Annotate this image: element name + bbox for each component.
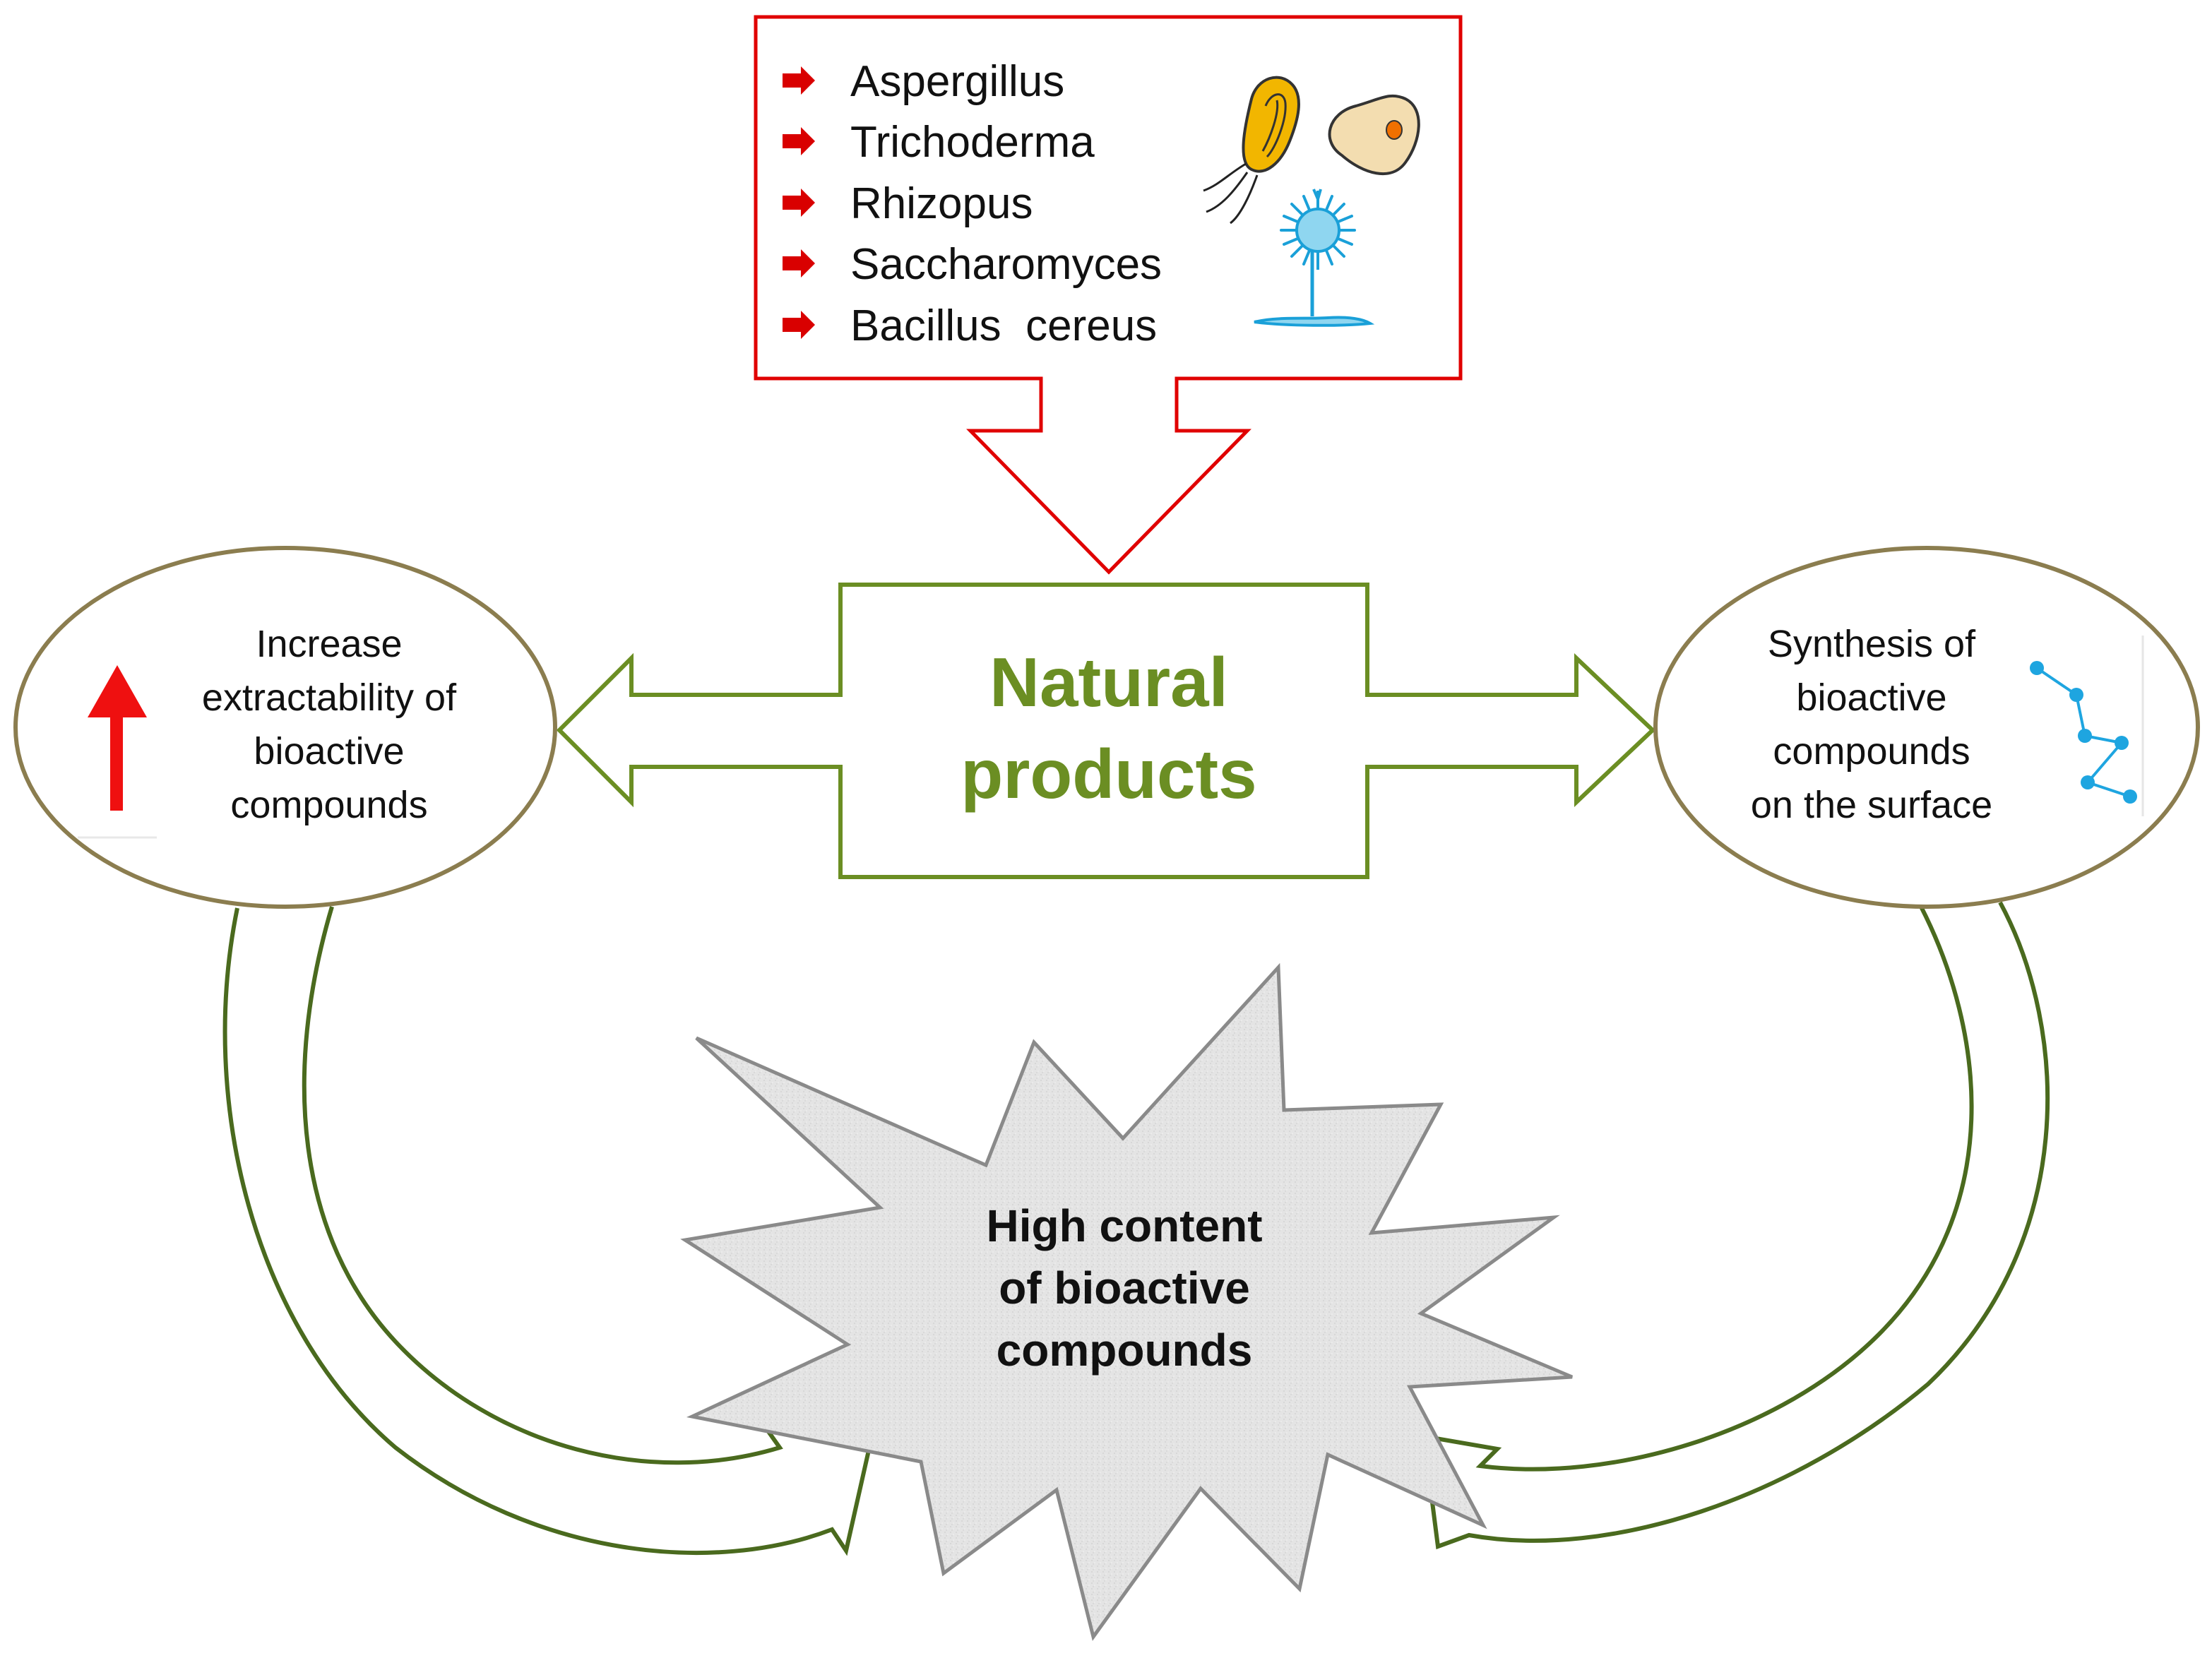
red-bullet-arrow-icon — [783, 311, 815, 339]
organism-item: Rhizopus — [783, 179, 1033, 228]
organism-label: Aspergillus — [850, 57, 1064, 106]
organism-label: Saccharomyces — [850, 240, 1162, 289]
burst-label-line1: High content — [986, 1200, 1262, 1251]
left-oval-label-line2: extractability of — [202, 676, 457, 719]
right-oval-label-line2: bioactive — [1796, 676, 1946, 719]
organism-label: Trichoderma — [850, 118, 1095, 167]
bacterium-icon — [1203, 76, 1300, 225]
burst-label-line3: compounds — [997, 1325, 1253, 1376]
organism-item: Aspergillus — [783, 57, 1064, 106]
organism-label: Bacillus cereus — [850, 302, 1157, 350]
red-up-arrow-icon — [88, 665, 147, 811]
right-oval-label-line4: on the surface — [1751, 784, 1992, 826]
yeast-cell-icon — [1328, 94, 1420, 175]
left-oval-label-line3: bioactive — [254, 730, 404, 773]
left-curved-arrow — [222, 906, 872, 1556]
organisms-callout-box — [754, 15, 1463, 575]
organism-item: Trichoderma — [783, 118, 1095, 167]
red-bullet-arrow-icon — [783, 127, 815, 155]
red-bullet-arrow-icon — [783, 249, 815, 278]
burst-label-line2: of bioactive — [999, 1263, 1250, 1313]
molecule-chain-icon — [2030, 661, 2137, 804]
right-curved-arrow — [1421, 901, 2050, 1550]
right-oval — [1653, 546, 2200, 909]
natural-products-title-line2: products — [961, 735, 1256, 813]
left-oval — [13, 546, 557, 909]
microorganisms-illustration — [1203, 76, 1420, 327]
organism-item: Saccharomyces — [783, 240, 1162, 289]
organism-item: Bacillus cereus — [783, 302, 1157, 350]
starburst-shape — [680, 962, 1573, 1641]
organisms-list: Aspergillus Trichoderma Rhizopus Sacchar… — [783, 57, 1162, 350]
fungal-spore-icon — [1254, 189, 1375, 327]
right-oval-label-line3: compounds — [1773, 730, 1970, 773]
left-oval-label-line4: compounds — [230, 784, 427, 826]
red-bullet-arrow-icon — [783, 189, 815, 217]
right-oval-label-line1: Synthesis of — [1768, 623, 1976, 665]
natural-products-title-line1: Natural — [989, 643, 1228, 721]
left-oval-label-line1: Increase — [256, 623, 402, 665]
natural-products-double-arrow — [556, 583, 1656, 879]
organism-label: Rhizopus — [850, 179, 1033, 228]
red-bullet-arrow-icon — [783, 66, 815, 95]
